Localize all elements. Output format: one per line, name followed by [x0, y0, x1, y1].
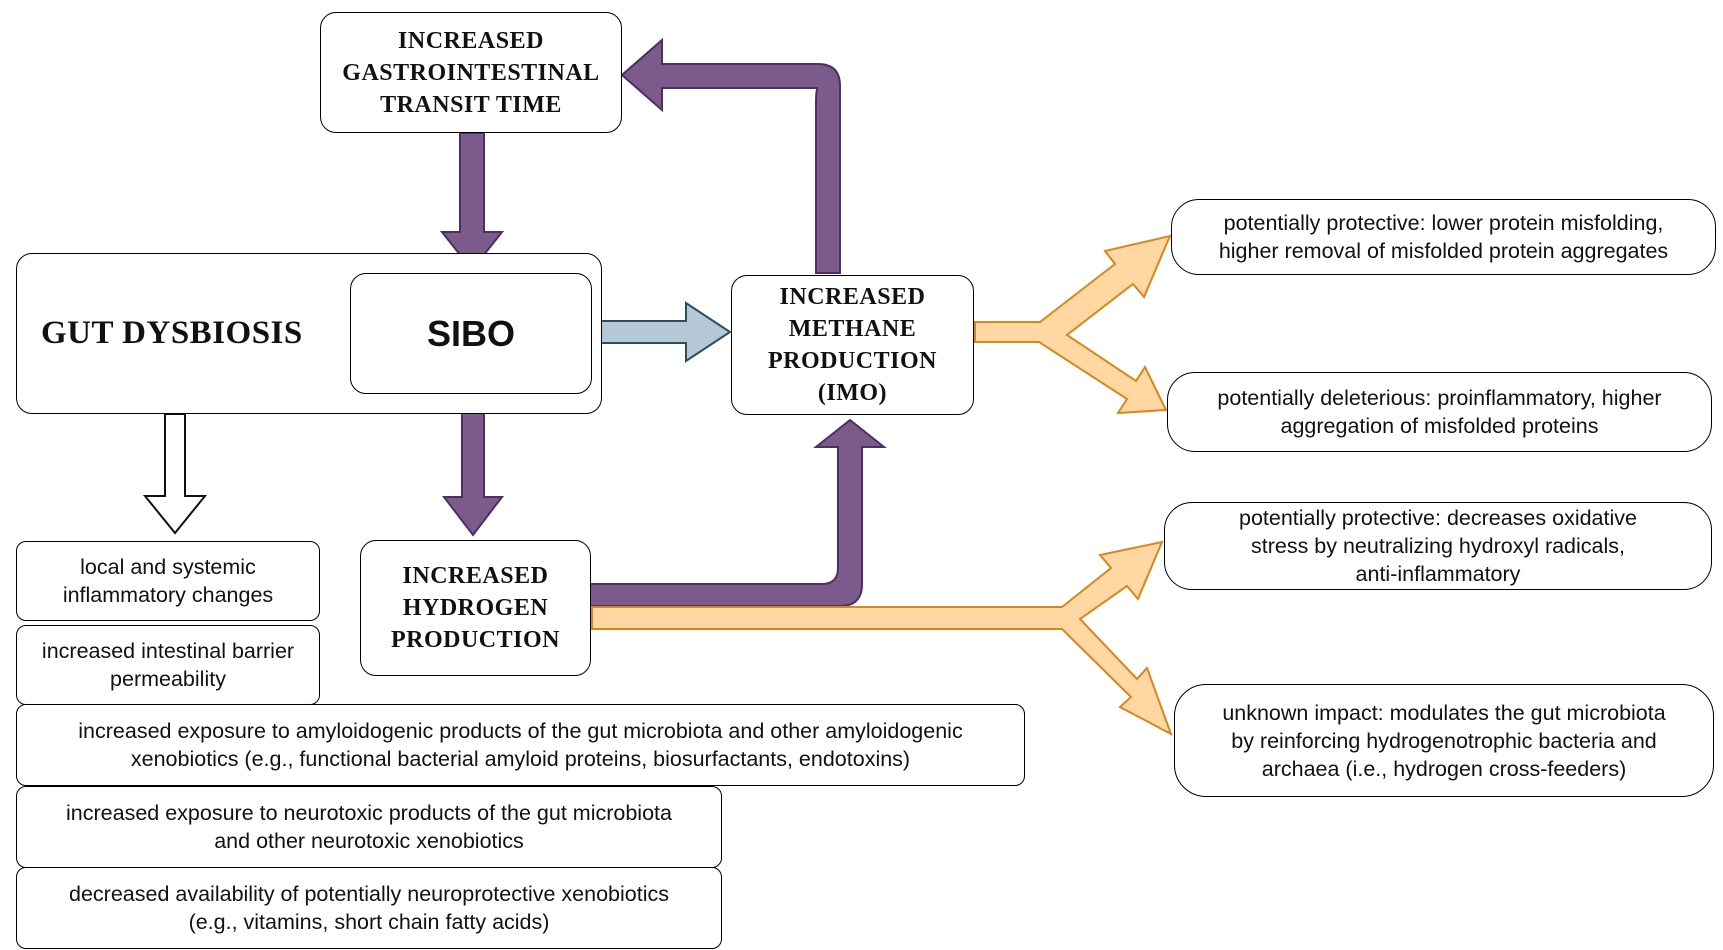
arrow-sibo-to-methane	[591, 301, 732, 363]
arrow-transit-to-sibo	[439, 132, 505, 272]
effect-text-line: and other neurotoxic xenobiotics	[214, 829, 524, 853]
effect-text-line: (e.g., vitamins, short chain fatty acids…	[188, 910, 550, 934]
node-label-line: HYDROGEN	[402, 595, 549, 621]
effect-text-line: increased intestinal barrier	[41, 639, 295, 663]
outcome-text-line: unknown impact: modulates the gut microb…	[1222, 700, 1666, 725]
node-label-line: PRODUCTION	[390, 627, 560, 653]
node-label-line: INCREASED	[398, 27, 544, 54]
outcome-text-line: by reinforcing hydrogenotrophic bacteria…	[1231, 728, 1657, 753]
outcome-text-line: anti-inflammatory	[1355, 562, 1521, 586]
sibo-label: SIBO	[426, 312, 515, 354]
node-label-line: PRODUCTION	[767, 348, 937, 374]
node-label-line: (IMO)	[817, 380, 888, 406]
outcome-text-line: higher removal of misfolded protein aggr…	[1218, 239, 1669, 263]
effect-text-line: increased exposure to amyloidogenic prod…	[78, 719, 963, 743]
node-label-line: TRANSIT TIME	[380, 91, 562, 118]
outcome-text-line: stress by neutralizing hydroxyl radicals…	[1250, 534, 1625, 558]
outcome-text-line: aggregation of misfolded proteins	[1280, 414, 1599, 438]
effect-text-line: decreased availability of potentially ne…	[69, 882, 669, 906]
effect-text-line: increased exposure to neurotoxic product…	[66, 801, 672, 825]
effect-text-line: local and systemic	[80, 555, 256, 579]
outcome-text-line: archaea (i.e., hydrogen cross-feeders)	[1261, 756, 1627, 781]
arrow-methane-to-transit	[620, 37, 841, 274]
effect-text-line: xenobiotics (e.g., functional bacterial …	[130, 747, 911, 771]
node-label-line: INCREASED	[402, 563, 549, 589]
hydrogen-outcome-unknown: unknown impact: modulates the gut microb…	[1174, 684, 1714, 797]
hydrogen-outcome-protective: potentially protective: decreases oxidat…	[1164, 502, 1712, 590]
methane-outcome-deleterious: potentially deleterious: proinflammatory…	[1167, 372, 1712, 452]
node-label-line: METHANE	[788, 316, 917, 342]
node-increased-methane-production: INCREASED METHANE PRODUCTION (IMO)	[731, 275, 974, 415]
effect-decreased-neuroprotective: decreased availability of potentially ne…	[16, 867, 722, 949]
methane-outcome-protective: potentially protective: lower protein mi…	[1171, 199, 1716, 275]
effect-inflammatory-changes: local and systemic inflammatory changes	[16, 541, 320, 621]
effect-neurotoxic-exposure: increased exposure to neurotoxic product…	[16, 786, 722, 868]
arrow-hydrogen-to-methane	[589, 418, 887, 607]
node-increased-hydrogen-production: INCREASED HYDROGEN PRODUCTION	[360, 540, 591, 676]
arrow-dysbiosis-to-effects	[142, 413, 208, 535]
node-sibo: SIBO	[350, 273, 592, 394]
node-label-line: INCREASED	[779, 284, 926, 310]
node-increased-transit-time: INCREASED GASTROINTESTINAL TRANSIT TIME	[320, 12, 622, 133]
effect-text-line: permeability	[110, 667, 226, 691]
arrow-sibo-to-hydrogen	[441, 396, 505, 537]
effect-barrier-permeability: increased intestinal barrier permeabilit…	[16, 625, 320, 705]
outcome-text-line: potentially protective: lower protein mi…	[1223, 211, 1664, 235]
gut-dysbiosis-label: GUT DYSBIOSIS	[41, 315, 303, 351]
effect-amyloidogenic-exposure: increased exposure to amyloidogenic prod…	[16, 704, 1025, 786]
effect-text-line: inflammatory changes	[62, 583, 274, 607]
outcome-text-line: potentially deleterious: proinflammatory…	[1217, 386, 1662, 410]
arrow-hydrogen-outcomes	[591, 540, 1173, 737]
node-label-line: GASTROINTESTINAL	[342, 59, 600, 86]
arrow-methane-outcomes	[974, 234, 1172, 415]
outcome-text-line: potentially protective: decreases oxidat…	[1239, 506, 1637, 530]
